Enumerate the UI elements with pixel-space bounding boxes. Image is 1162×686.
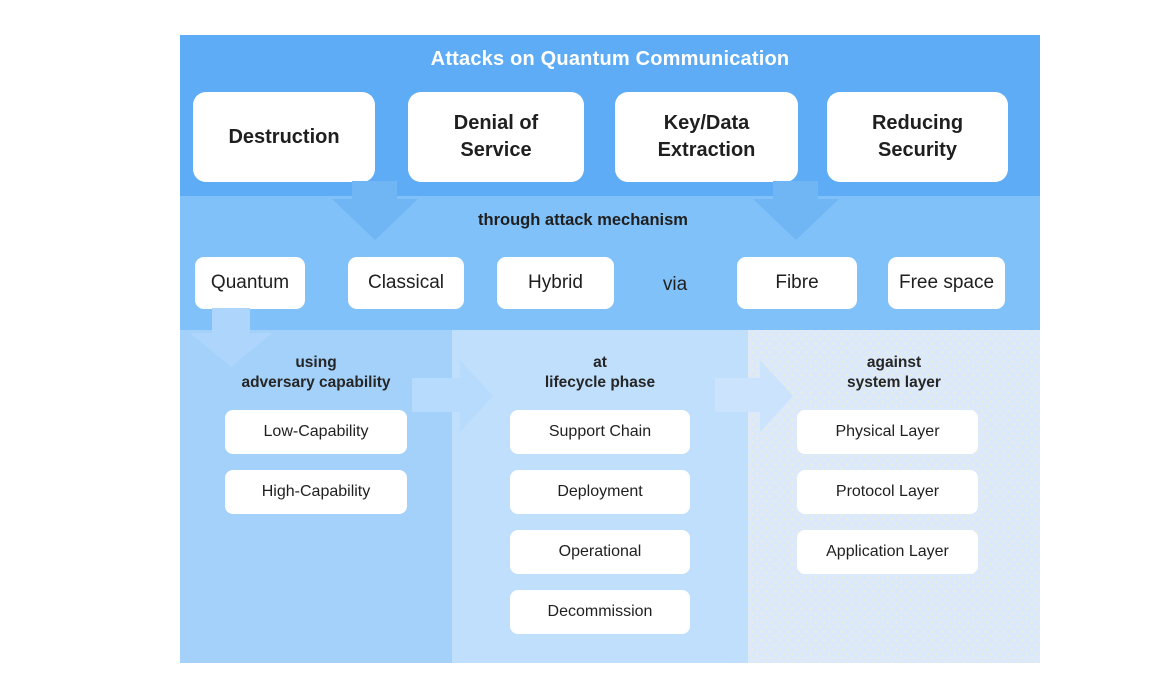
column-system-layer: against system layer Physical Layer Prot…: [748, 330, 1040, 663]
mechanism-box-quantum: Quantum: [195, 257, 305, 309]
down-arrow-column1-shaft: [212, 308, 250, 335]
item-box-application-layer: Application Layer: [797, 530, 978, 574]
column-title-lifecycle-phase: at lifecycle phase: [544, 354, 656, 391]
column-adversary-capability: using adversary capability Low-Capabilit…: [180, 330, 452, 663]
item-box-decommission: Decommission: [510, 590, 690, 634]
right-arrow-col1-col2-shaft: [412, 378, 460, 412]
down-arrow-left-shaft: [352, 181, 397, 201]
down-arrow-right-icon: [753, 199, 839, 243]
down-arrow-right-shaft: [773, 181, 818, 201]
medium-box-free-space: Free space: [888, 257, 1005, 309]
right-arrow-col2-col3-shaft: [715, 378, 760, 412]
diagram-title: Attacks on Quantum Communication: [430, 48, 790, 70]
down-arrow-column1-icon: [190, 333, 272, 370]
item-box-operational: Operational: [510, 530, 690, 574]
goal-box-destruction: Destruction: [193, 92, 375, 182]
attack-taxonomy-diagram: Attacks on Quantum Communication Destruc…: [180, 35, 1040, 663]
mechanism-box-hybrid: Hybrid: [497, 257, 614, 309]
mechanism-box-classical: Classical: [348, 257, 464, 309]
attack-mechanism-band: through attack mechanism Quantum Classic…: [180, 196, 1040, 330]
medium-box-fibre: Fibre: [737, 257, 857, 309]
goal-box-denial-of-service: Denial of Service: [408, 92, 584, 182]
item-box-deployment: Deployment: [510, 470, 690, 514]
column-title-adversary-capability: using adversary capability: [241, 354, 391, 391]
column-lifecycle-phase: at lifecycle phase Support Chain Deploym…: [452, 330, 748, 663]
item-box-high-capability: High-Capability: [225, 470, 407, 514]
attack-goals-band: Attacks on Quantum Communication Destruc…: [180, 35, 1040, 196]
right-arrow-col2-col3-icon: [760, 360, 796, 432]
item-box-protocol-layer: Protocol Layer: [797, 470, 978, 514]
item-box-low-capability: Low-Capability: [225, 410, 407, 454]
mechanism-band-label: through attack mechanism: [478, 211, 688, 229]
item-box-physical-layer: Physical Layer: [797, 410, 978, 454]
right-arrow-col1-col2-icon: [460, 360, 496, 432]
via-label: via: [662, 274, 688, 295]
goal-box-key-data-extraction: Key/Data Extraction: [615, 92, 798, 182]
column-title-system-layer: against system layer: [847, 354, 941, 391]
down-arrow-left-icon: [332, 199, 418, 243]
item-box-support-chain: Support Chain: [510, 410, 690, 454]
goal-box-reducing-security: Reducing Security: [827, 92, 1008, 182]
